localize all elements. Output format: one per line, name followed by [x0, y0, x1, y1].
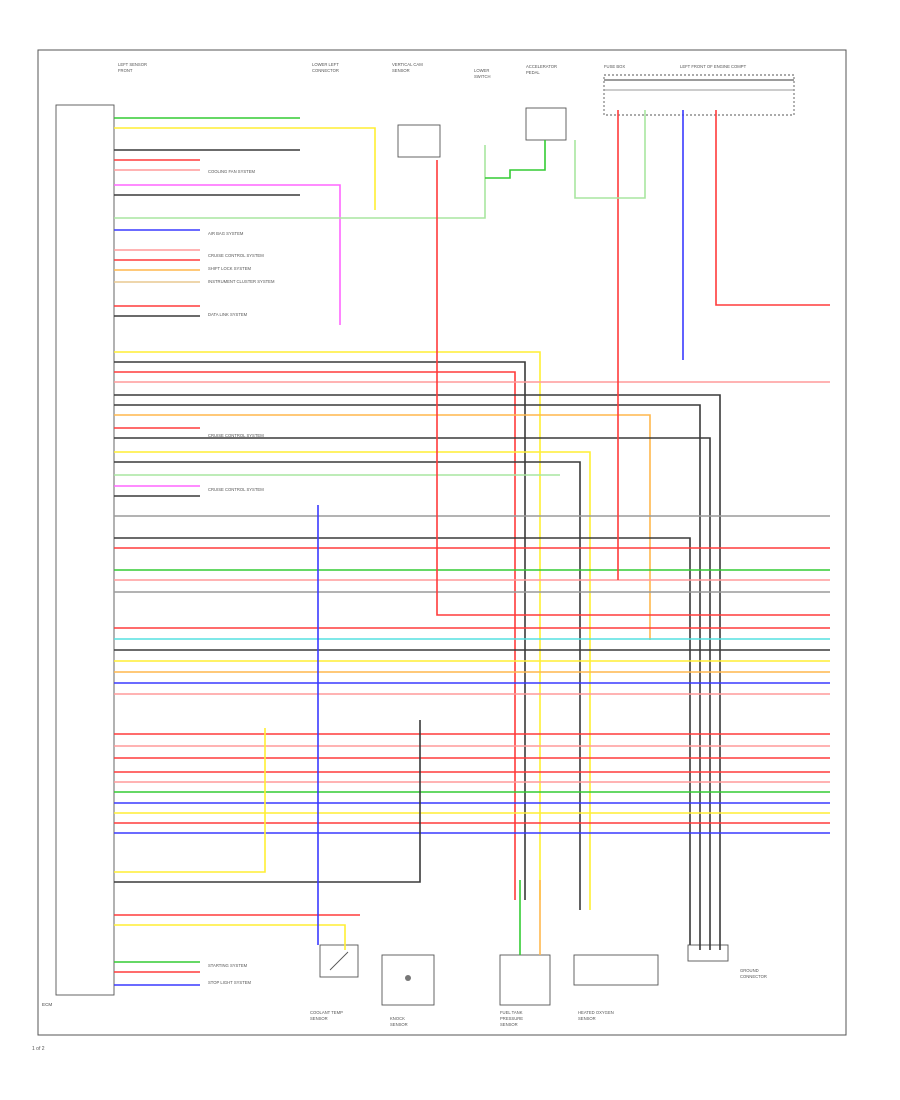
- svg-text:STOP LIGHT SYSTEM: STOP LIGHT SYSTEM: [208, 980, 252, 985]
- component-fuse-box: FUSE BOX: [603, 64, 795, 116]
- ecm-module-box: [55, 104, 115, 996]
- svg-text:SWITCH: SWITCH: [474, 74, 491, 79]
- component-heated-oxygen-sensor: HEATED OXYGEN SENSOR: [573, 954, 659, 1021]
- system-ref-labels: COOLING FAN SYSTEM AIR BAG SYSTEM CRUISE…: [208, 169, 275, 985]
- svg-text:COOLANT TEMP: COOLANT TEMP: [310, 1010, 343, 1015]
- wire-run-23: [114, 437, 711, 950]
- wire-vertical-3: [715, 110, 830, 306]
- svg-text:CRUISE CONTROL SYSTEM: CRUISE CONTROL SYSTEM: [208, 487, 264, 492]
- wire-run-16: [114, 361, 526, 900]
- component-lower-switch: LOWER SWITCH: [474, 68, 491, 79]
- component-accelerator-pedal: ACCELERATOR PEDAL: [525, 64, 567, 141]
- svg-text:LOWER: LOWER: [474, 68, 489, 73]
- wire-run-19: [114, 394, 721, 950]
- svg-text:LOWER LEFT: LOWER LEFT: [312, 62, 339, 67]
- wire-run-1: [114, 127, 376, 210]
- svg-text:CRUISE CONTROL SYSTEM: CRUISE CONTROL SYSTEM: [208, 253, 264, 258]
- diagram-frame: [37, 49, 847, 1036]
- wires: [114, 79, 830, 986]
- wire-run-21: [114, 414, 651, 640]
- component-cam-sensor: VERTICAL CAM SENSOR: [392, 62, 441, 158]
- svg-text:CRUISE CONTROL SYSTEM: CRUISE CONTROL SYSTEM: [208, 433, 264, 438]
- svg-text:STARTING SYSTEM: STARTING SYSTEM: [208, 963, 248, 968]
- component-engine-compartment: LEFT FRONT OF ENGINE COMPT: [680, 64, 747, 69]
- wire-run-24: [114, 451, 591, 910]
- wire-run-15: [114, 351, 541, 900]
- component-ground-connector: GROUND CONNECTOR: [687, 944, 767, 979]
- svg-text:AIR BAG SYSTEM: AIR BAG SYSTEM: [208, 231, 244, 236]
- svg-text:SENSOR: SENSOR: [500, 1022, 518, 1027]
- wire-run-25: [114, 461, 581, 910]
- wire-run-7: [114, 145, 486, 219]
- svg-text:SENSOR: SENSOR: [578, 1016, 596, 1021]
- svg-text:KNOCK: KNOCK: [390, 1016, 405, 1021]
- svg-text:LEFT SENSOR: LEFT SENSOR: [118, 62, 147, 67]
- svg-text:SENSOR: SENSOR: [310, 1016, 328, 1021]
- component-upper-left: LEFT SENSOR FRONT: [118, 62, 147, 73]
- svg-text:HEATED OXYGEN: HEATED OXYGEN: [578, 1010, 614, 1015]
- svg-text:LEFT FRONT OF ENGINE COMPT: LEFT FRONT OF ENGINE COMPT: [680, 64, 747, 69]
- svg-text:SENSOR: SENSOR: [392, 68, 410, 73]
- wire-vertical-4: [485, 140, 546, 179]
- component-lower-left-connector: LOWER LEFT CONNECTOR: [312, 62, 339, 73]
- svg-text:CONNECTOR: CONNECTOR: [312, 68, 339, 73]
- wire-run-52: [114, 728, 266, 873]
- component-coolant-temp-sensor: COOLANT TEMP SENSOR: [310, 944, 359, 1021]
- component-fuel-tank-pressure-sensor: FUEL TANK PRESSURE SENSOR: [499, 954, 551, 1027]
- svg-text:PEDAL: PEDAL: [526, 70, 540, 75]
- wire-run-30: [114, 537, 691, 945]
- wire-vertical-0: [436, 160, 830, 616]
- svg-text:PRESSURE: PRESSURE: [500, 1016, 523, 1021]
- svg-text:FUEL TANK: FUEL TANK: [500, 1010, 523, 1015]
- wire-run-53: [114, 720, 421, 883]
- page-footer: 1 of 2: [32, 1046, 45, 1052]
- svg-text:SHIFT LOCK SYSTEM: SHIFT LOCK SYSTEM: [208, 266, 251, 271]
- svg-text:COOLING FAN SYSTEM: COOLING FAN SYSTEM: [208, 169, 256, 174]
- wire-run-5: [114, 184, 341, 325]
- svg-text:VERTICAL CAM: VERTICAL CAM: [392, 62, 423, 67]
- svg-text:SENSOR: SENSOR: [390, 1022, 408, 1027]
- svg-text:DATA LINK SYSTEM: DATA LINK SYSTEM: [208, 312, 248, 317]
- svg-text:ECM: ECM: [42, 1002, 52, 1007]
- wire-run-20: [114, 404, 701, 950]
- ecm-module-label: ECM: [42, 1002, 52, 1007]
- svg-text:GROUND: GROUND: [740, 968, 759, 973]
- svg-text:ACCELERATOR: ACCELERATOR: [526, 64, 557, 69]
- svg-text:CONNECTOR: CONNECTOR: [740, 974, 767, 979]
- svg-text:INSTRUMENT CLUSTER SYSTEM: INSTRUMENT CLUSTER SYSTEM: [208, 279, 275, 284]
- svg-text:FRONT: FRONT: [118, 68, 133, 73]
- svg-text:FUSE BOX: FUSE BOX: [604, 64, 625, 69]
- component-knock-sensor: KNOCK SENSOR: [381, 954, 435, 1027]
- wire-vertical-5: [574, 110, 646, 199]
- wire-run-55: [114, 924, 346, 950]
- wire-run-17: [114, 371, 516, 900]
